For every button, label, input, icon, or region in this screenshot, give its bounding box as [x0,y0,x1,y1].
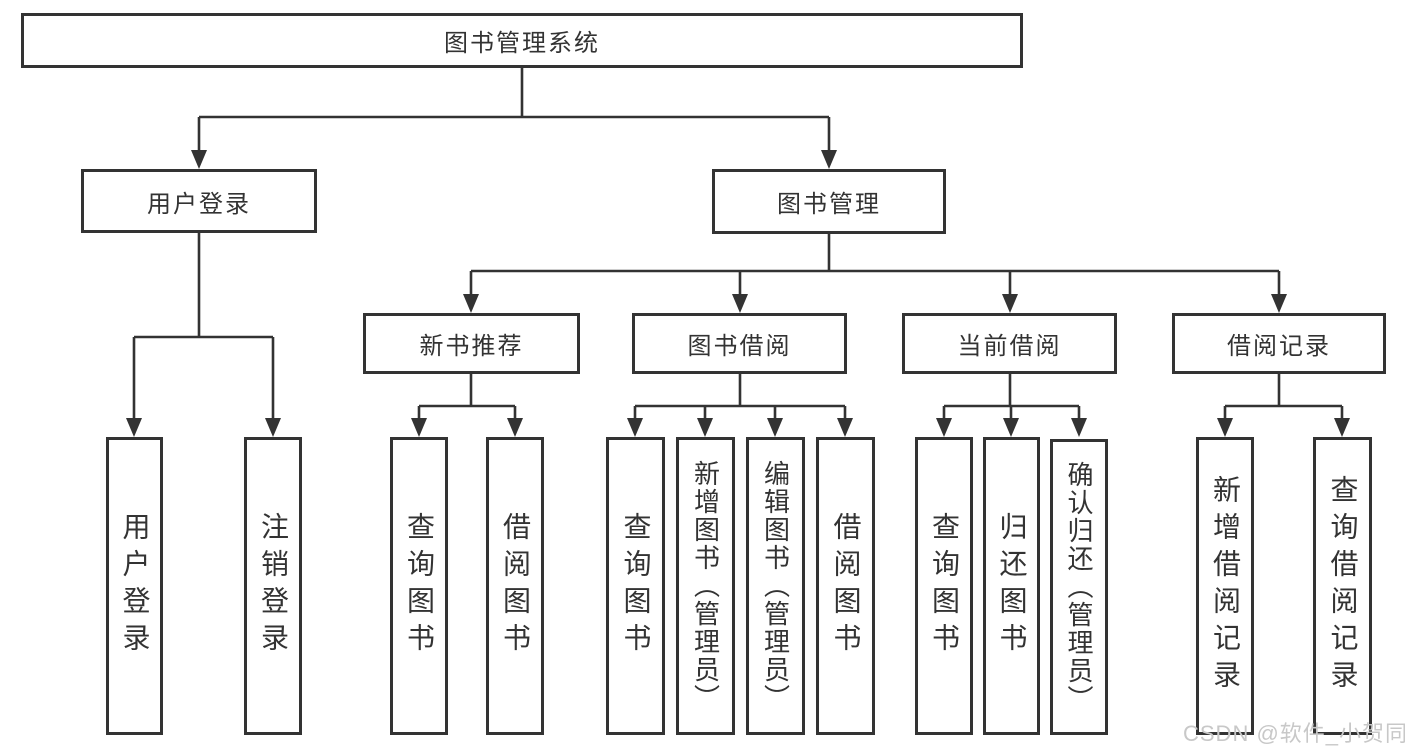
connector-book-mgmt-branch [469,234,1281,295]
arrowhead [837,418,853,437]
node-root-label: 图书管理系统 [444,30,600,57]
arrowhead [1071,418,1087,437]
node-book-borrow: 图书借阅 [632,313,847,374]
node-new-book-recommend: 新书推荐 [363,313,580,374]
arrowhead [936,418,952,437]
arrowhead [732,294,748,313]
arrowhead [126,418,142,437]
arrowhead [1217,418,1233,437]
leaf-bb-query-book-label: 查询图书 [620,512,652,660]
node-root: 图书管理系统 [21,13,1023,68]
node-borrow-record: 借阅记录 [1172,313,1386,374]
node-book-management: 图书管理 [712,169,946,234]
leaf-cb-query-book-label: 查询图书 [929,512,960,660]
arrowhead [411,418,427,437]
node-user-login: 用户登录 [81,169,317,233]
arrowhead [697,418,713,437]
leaf-bb-edit-book: 编辑图书（管理员） [746,437,805,735]
leaf-user-login-label: 用户登录 [119,512,151,660]
leaf-cb-return-book: 归还图书 [983,437,1040,735]
leaf-rec-query-book: 查询图书 [390,437,448,735]
leaf-cb-query-book: 查询图书 [915,437,973,735]
leaf-bb-query-book: 查询图书 [606,437,665,735]
arrowhead [1002,294,1018,313]
leaf-bb-borrow-book-label: 借阅图书 [830,512,862,660]
node-user-login-label: 用户登录 [147,190,251,218]
arrowhead [627,418,643,437]
leaf-br-add-record: 新增借阅记录 [1196,437,1254,735]
leaf-user-login: 用户登录 [106,437,163,735]
leaf-rec-borrow-book: 借阅图书 [486,437,544,735]
connector-new-book-rec-branch [417,374,517,419]
arrowhead [1003,418,1019,437]
node-borrow-record-label: 借阅记录 [1227,333,1331,360]
connector-book-borrow-branch [633,374,847,419]
node-current-borrow-label: 当前借阅 [957,333,1062,360]
leaf-bb-edit-book-label: 编辑图书（管理员） [760,460,791,712]
leaf-br-query-record: 查询借阅记录 [1313,437,1372,735]
arrowhead [821,150,837,169]
arrowhead [191,150,207,169]
leaf-bb-add-book-label: 新增图书（管理员） [690,460,721,712]
leaf-rec-borrow-book-label: 借阅图书 [500,512,531,660]
node-book-borrow-label: 图书借阅 [687,333,792,360]
arrowhead [767,418,783,437]
arrowhead [463,294,479,313]
leaf-br-query-record-label: 查询借阅记录 [1327,475,1359,697]
csdn-watermark: CSDN @软件_小贺同学 [1183,721,1405,746]
leaf-rec-query-book-label: 查询图书 [404,512,435,660]
arrowhead [265,418,281,437]
connector-borrow-record-branch [1223,374,1344,419]
leaf-br-add-record-label: 新增借阅记录 [1210,475,1241,697]
connector-root-to-level2 [197,68,831,151]
connector-current-borrow-branch [942,374,1081,419]
leaf-bb-add-book: 新增图书（管理员） [676,437,735,735]
node-new-book-recommend-label: 新书推荐 [419,333,524,360]
leaf-logout: 注销登录 [244,437,302,735]
arrowhead [1271,294,1287,313]
node-current-borrow: 当前借阅 [902,313,1117,374]
leaf-bb-borrow-book: 借阅图书 [816,437,875,735]
node-book-management-label: 图书管理 [777,191,881,218]
arrowhead [507,418,523,437]
arrowhead [1334,418,1350,437]
leaf-cb-return-book-label: 归还图书 [996,512,1028,660]
connector-user-login-branch [132,233,275,419]
leaf-logout-label: 注销登录 [258,512,289,660]
leaf-cb-confirm-return-label: 确认归还（管理员） [1064,461,1094,713]
leaf-cb-confirm-return: 确认归还（管理员） [1050,439,1108,735]
